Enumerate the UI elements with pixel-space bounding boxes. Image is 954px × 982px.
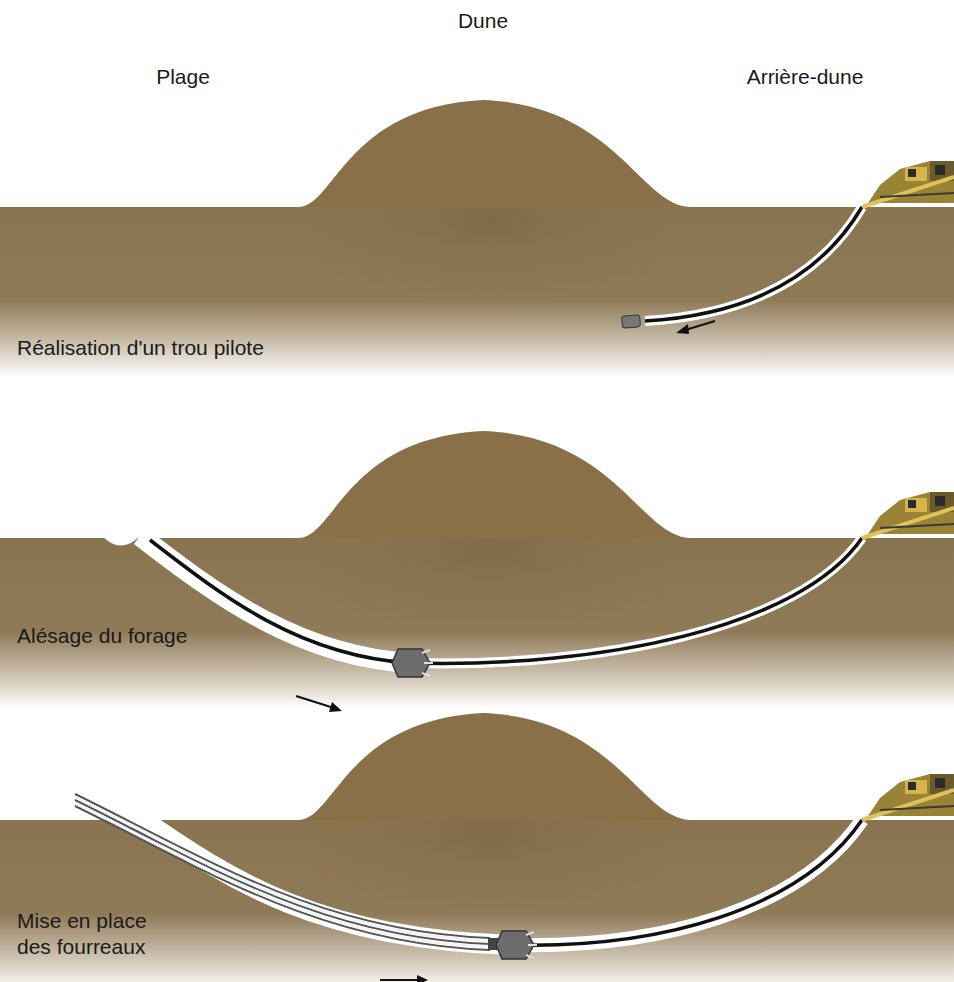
column-heading: Dune (458, 8, 508, 34)
step-label: Mise en place des fourreaux (17, 908, 177, 960)
zone-label: Plage (156, 64, 210, 90)
step-label: Alésage du forage (17, 623, 187, 649)
step-label: Réalisation d'un trou pilote (17, 335, 264, 361)
zone-label: Arrière-dune (747, 64, 864, 90)
